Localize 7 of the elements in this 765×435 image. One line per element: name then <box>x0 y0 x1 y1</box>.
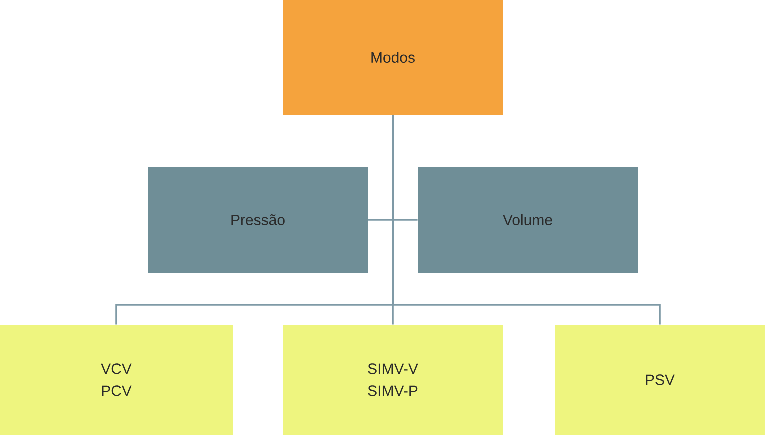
category-box: Pressão <box>148 166 368 273</box>
mode-box: VCV PCV <box>0 324 233 435</box>
mode-box: SIMV-V SIMV-P <box>283 324 503 435</box>
mode-box: Modos <box>283 0 503 115</box>
category-box: Volume <box>418 166 638 273</box>
mode-box: PSV <box>555 324 765 435</box>
connector-line <box>392 115 661 325</box>
